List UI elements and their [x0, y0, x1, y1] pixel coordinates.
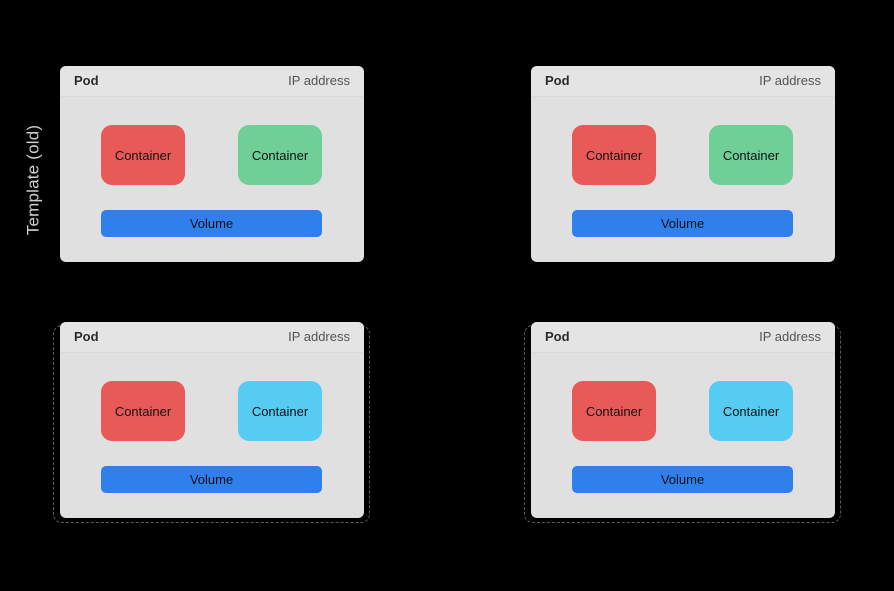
pod-ip-address-label: IP address [288, 73, 350, 88]
pod-card-bottom-right[interactable]: Pod IP address Container Container Volum… [531, 322, 835, 518]
volume-bar[interactable]: Volume [572, 466, 793, 493]
pod-ip-address-label: IP address [759, 73, 821, 88]
pod-header: Pod IP address [60, 66, 364, 97]
pod-title: Pod [545, 73, 570, 88]
container-box-green[interactable]: Container [238, 125, 322, 185]
container-box-red[interactable]: Container [101, 125, 185, 185]
pod-header: Pod IP address [531, 66, 835, 97]
pod-title: Pod [545, 329, 570, 344]
pod-card-top-left[interactable]: Pod IP address Container Container Volum… [60, 66, 364, 262]
template-old-side-label: Template (old) [16, 95, 50, 265]
container-box-red[interactable]: Container [572, 381, 656, 441]
side-label-text: Template (old) [23, 124, 43, 236]
container-box-cyan[interactable]: Container [709, 381, 793, 441]
volume-bar[interactable]: Volume [101, 466, 322, 493]
pod-title: Pod [74, 329, 99, 344]
container-box-red[interactable]: Container [101, 381, 185, 441]
pod-title: Pod [74, 73, 99, 88]
pod-header: Pod IP address [60, 322, 364, 353]
volume-bar[interactable]: Volume [572, 210, 793, 237]
volume-bar[interactable]: Volume [101, 210, 322, 237]
pod-body: Container Container Volume [60, 353, 364, 518]
pod-ip-address-label: IP address [288, 329, 350, 344]
pod-card-top-right[interactable]: Pod IP address Container Container Volum… [531, 66, 835, 262]
pod-body: Container Container Volume [531, 97, 835, 262]
pod-body: Container Container Volume [60, 97, 364, 262]
container-box-green[interactable]: Container [709, 125, 793, 185]
container-box-cyan[interactable]: Container [238, 381, 322, 441]
pod-card-bottom-left[interactable]: Pod IP address Container Container Volum… [60, 322, 364, 518]
pod-header: Pod IP address [531, 322, 835, 353]
pod-ip-address-label: IP address [759, 329, 821, 344]
container-box-red[interactable]: Container [572, 125, 656, 185]
pod-body: Container Container Volume [531, 353, 835, 518]
